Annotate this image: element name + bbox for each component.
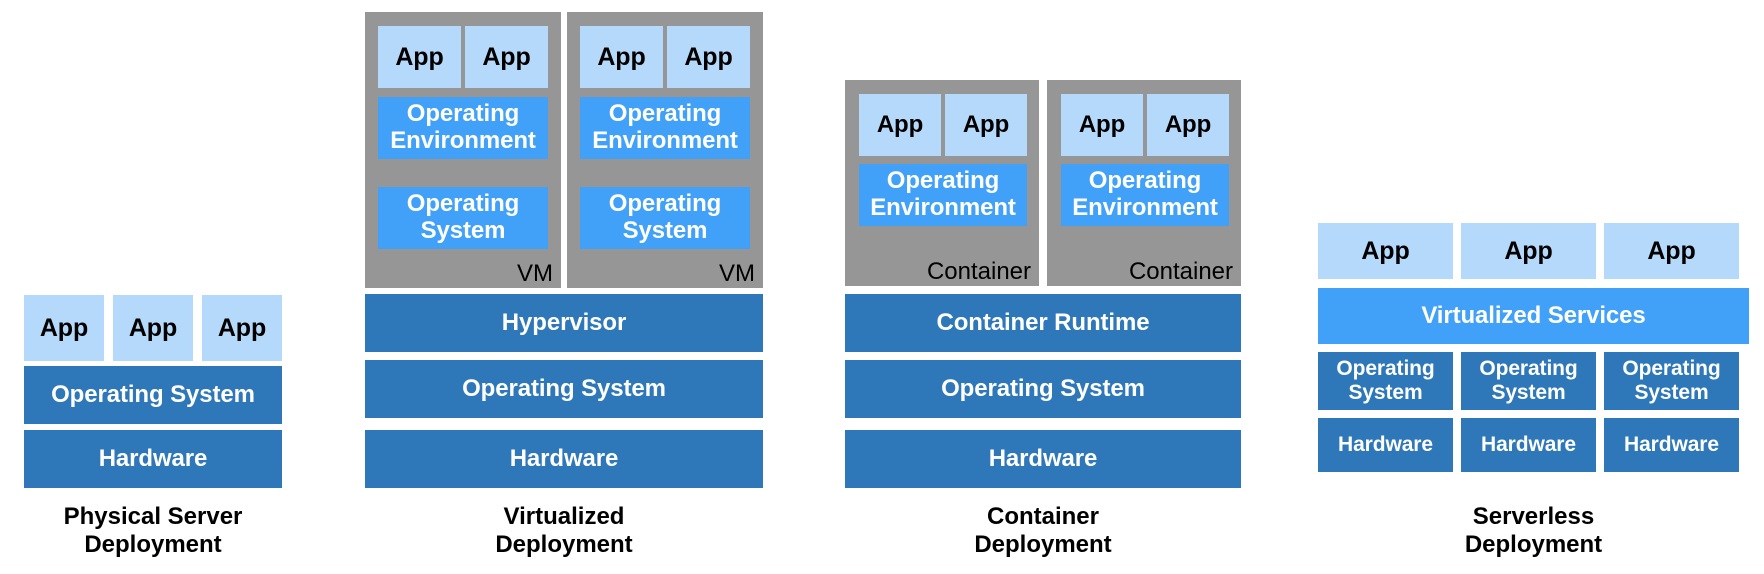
container1-app-row: App App — [859, 94, 1027, 156]
serverless-app-row: App App App — [1318, 223, 1749, 279]
app-box: App — [1147, 94, 1229, 156]
virtualized-hardware-layer: Hardware — [365, 430, 763, 488]
container1-shell-label: Container — [926, 258, 1031, 285]
physical-app-row: App App App — [24, 295, 282, 361]
physical-operating-system-layer: Operating System — [24, 366, 282, 424]
column-serverless: App App App Virtualized Services Operati… — [1318, 0, 1764, 574]
caption-virtualized: Virtualized Deployment — [495, 503, 633, 559]
physical-hardware-layer: Hardware — [24, 430, 282, 488]
virtualized-operating-system-layer: Operating System — [365, 360, 763, 418]
vm2-shell-label: VM — [719, 260, 755, 287]
caption-container: Container Deployment — [974, 503, 1112, 559]
vm2-operating-environment: Operating Environment — [580, 97, 750, 159]
virtualized-hypervisor-layer: Hypervisor — [365, 294, 763, 352]
operating-system-box: Operating System — [1318, 352, 1453, 410]
app-box: App — [945, 94, 1027, 156]
app-box: App — [113, 295, 193, 361]
vm1-operating-system: Operating System — [378, 187, 548, 249]
caption-serverless: Serverless Deployment — [1464, 503, 1603, 559]
operating-system-box: Operating System — [1604, 352, 1739, 410]
hardware-box: Hardware — [1318, 418, 1453, 472]
container-shell-2: App App Operating Environment Container — [1047, 80, 1241, 286]
hardware-box: Hardware — [1604, 418, 1739, 472]
app-box: App — [202, 295, 282, 361]
container1-operating-environment: Operating Environment — [859, 164, 1027, 226]
app-box: App — [1318, 223, 1453, 279]
app-box: App — [1061, 94, 1143, 156]
app-box: App — [24, 295, 104, 361]
column-physical-server: App App App Operating System Hardware Ph… — [0, 0, 310, 574]
serverless-virtualized-services-layer: Virtualized Services — [1318, 288, 1749, 344]
column-container: App App Operating Environment Container … — [840, 0, 1250, 574]
serverless-hardware-row: Hardware Hardware Hardware — [1318, 418, 1749, 472]
caption-physical-server: Physical Server Deployment — [63, 503, 243, 559]
app-box: App — [1604, 223, 1739, 279]
column-virtualized: App App Operating Environment Operating … — [360, 0, 770, 574]
app-box: App — [859, 94, 941, 156]
container-shell-1: App App Operating Environment Container — [845, 80, 1039, 286]
container2-app-row: App App — [1061, 94, 1229, 156]
operating-system-box: Operating System — [1461, 352, 1596, 410]
vm2-operating-system: Operating System — [580, 187, 750, 249]
serverless-os-row: Operating System Operating System Operat… — [1318, 352, 1749, 410]
container-runtime-layer: Container Runtime — [845, 294, 1241, 352]
hardware-box: Hardware — [1461, 418, 1596, 472]
container-hardware-layer: Hardware — [845, 430, 1241, 488]
app-box: App — [580, 26, 663, 88]
vm2-app-row: App App — [580, 26, 750, 88]
vm1-app-row: App App — [378, 26, 548, 88]
container2-operating-environment: Operating Environment — [1061, 164, 1229, 226]
vm-shell-2: App App Operating Environment Operating … — [567, 12, 763, 288]
app-box: App — [465, 26, 548, 88]
app-box: App — [667, 26, 750, 88]
container-operating-system-layer: Operating System — [845, 360, 1241, 418]
app-box: App — [1461, 223, 1596, 279]
vm1-operating-environment: Operating Environment — [378, 97, 548, 159]
container2-shell-label: Container — [1128, 258, 1233, 285]
app-box: App — [378, 26, 461, 88]
vm-shell-1: App App Operating Environment Operating … — [365, 12, 561, 288]
vm1-shell-label: VM — [517, 260, 553, 287]
